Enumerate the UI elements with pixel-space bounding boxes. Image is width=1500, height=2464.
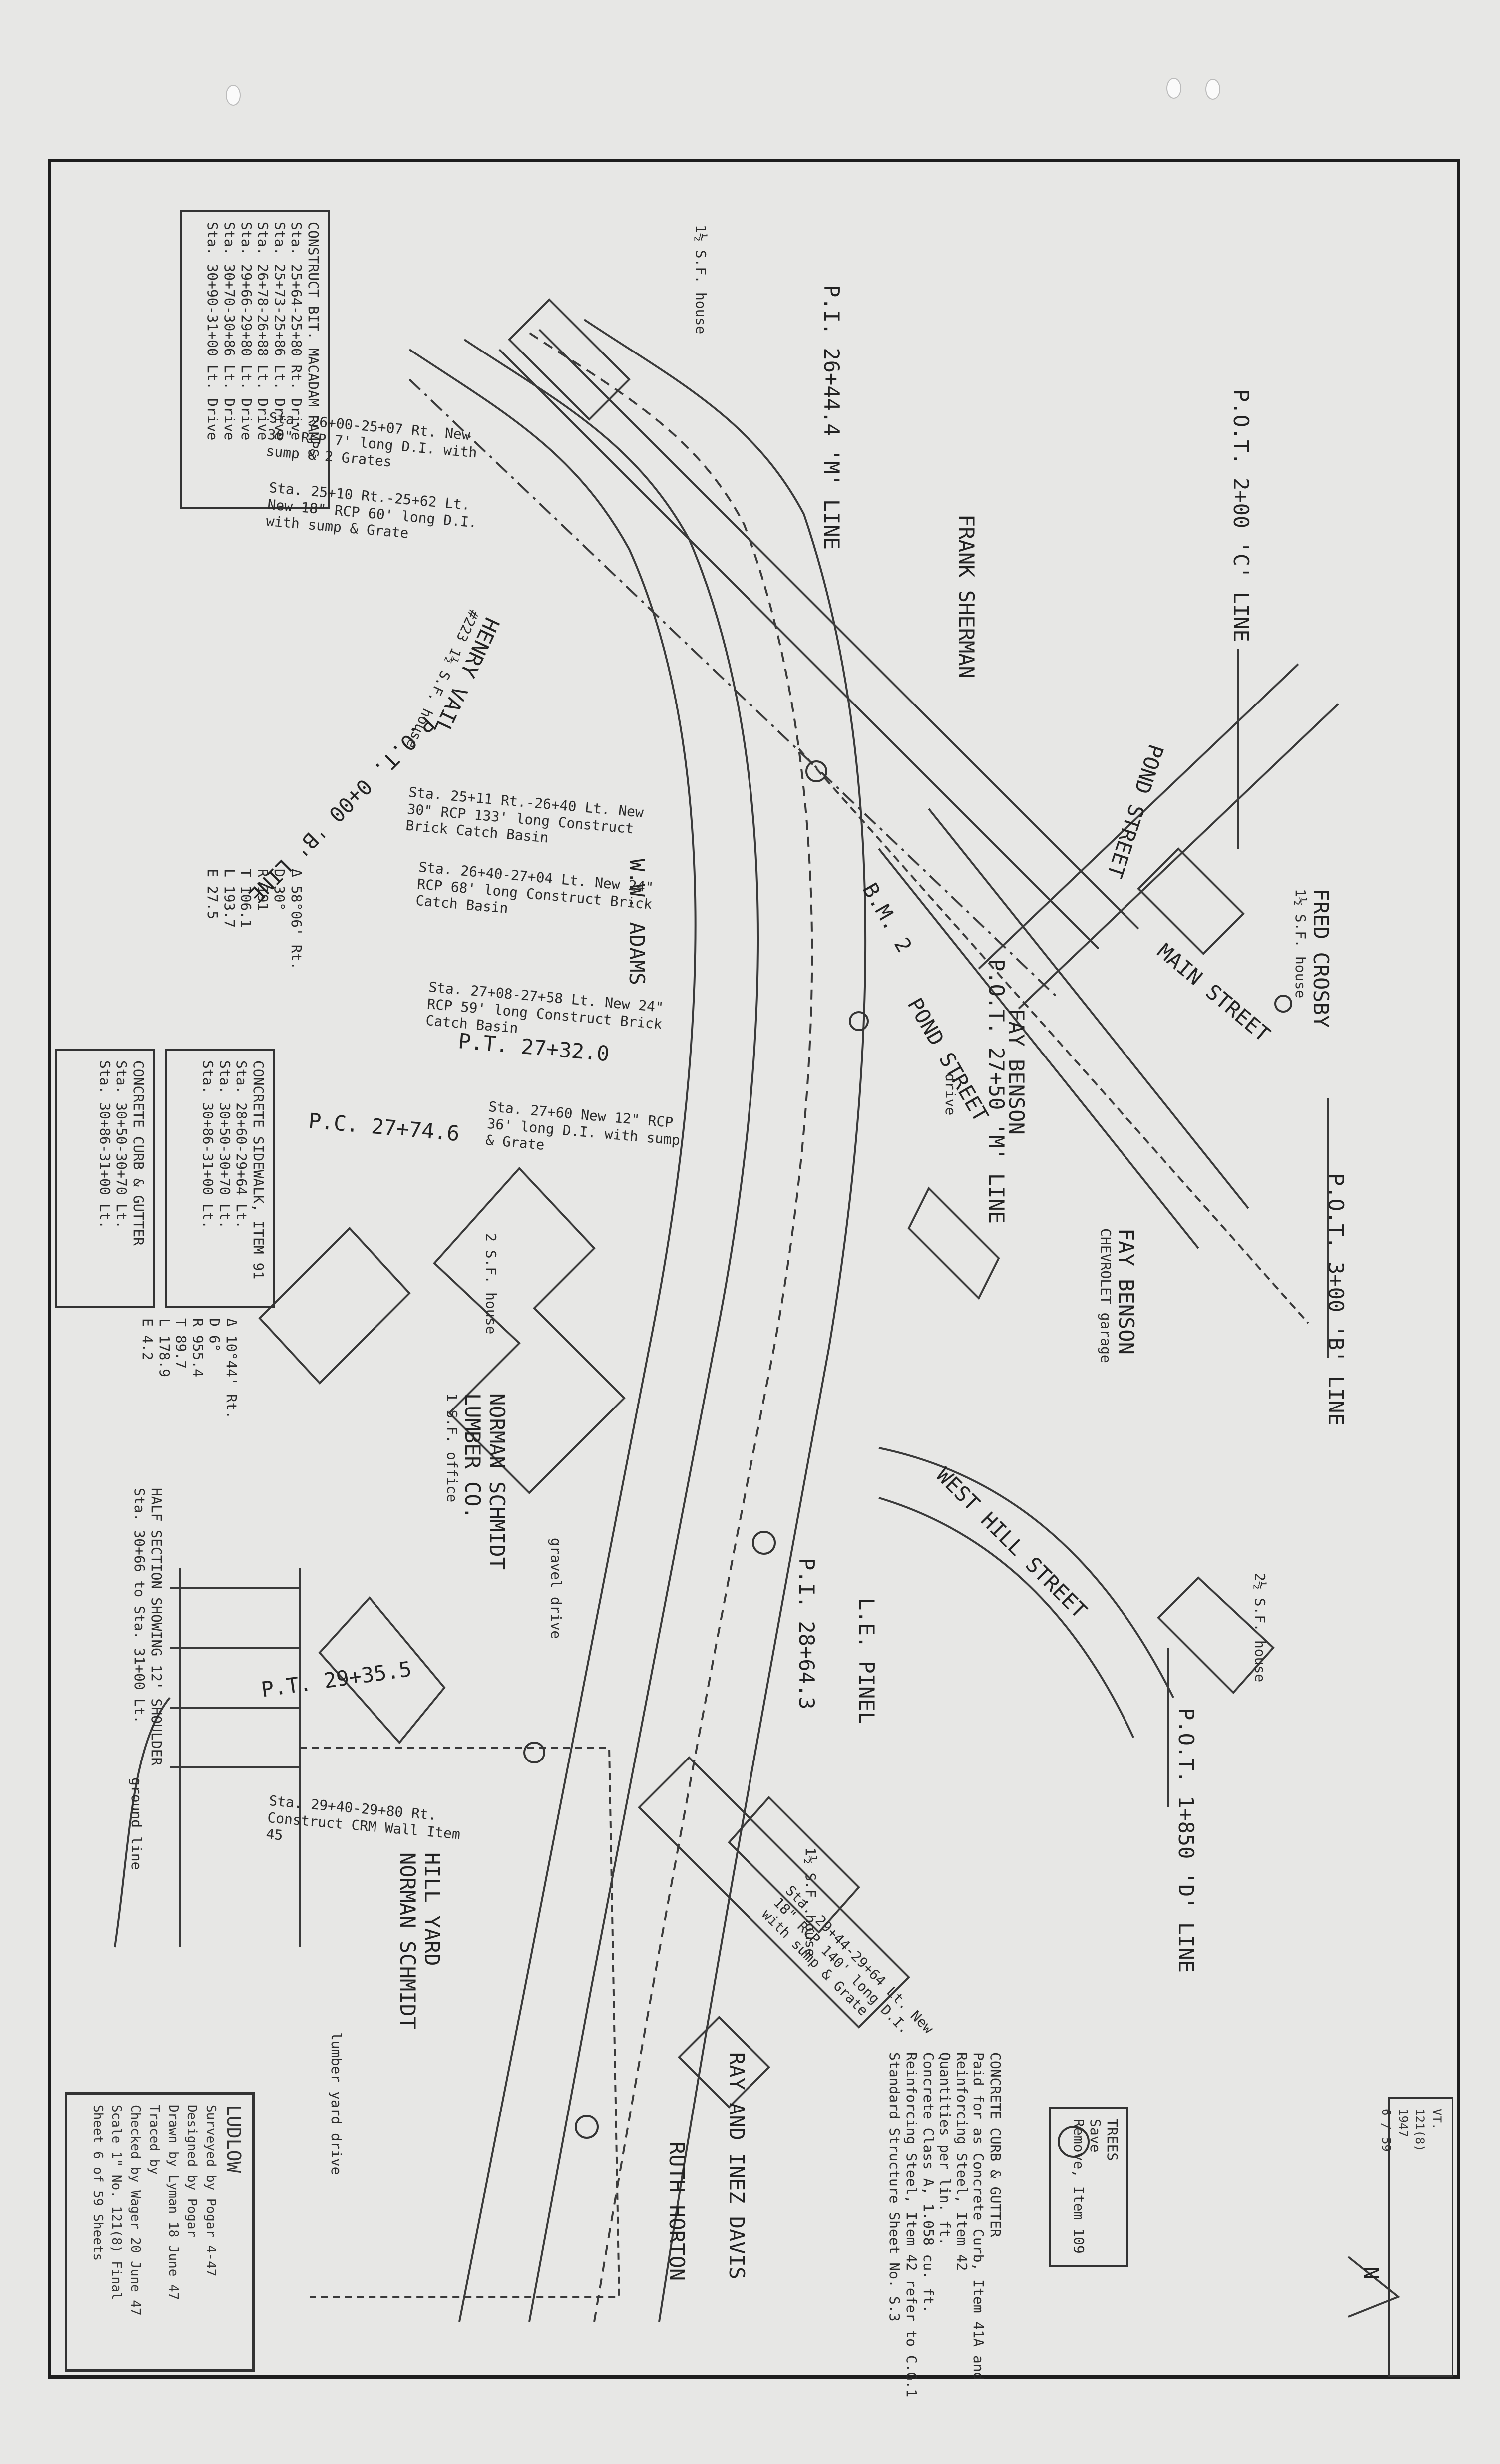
ray-inez-davis-label: RAY AND INEZ DAVIS: [725, 2052, 749, 2280]
hill-yard-label: HILL YARD NORMAN SCHMIDT: [395, 1852, 444, 2030]
house-2half-label: 2½ S.F. house: [1252, 1573, 1268, 1683]
curb-line: Sta. 30+86-31+00 Lt.: [96, 1060, 113, 1229]
curve2-d: D 6°: [206, 1318, 223, 1352]
curb-detail: CONCRETE CURB & GUTTER Paid for as Concr…: [886, 2052, 1004, 2397]
curb-detail-title: CONCRETE CURB & GUTTER: [987, 2052, 1004, 2237]
curve2-e: E 4.2: [139, 1318, 156, 1361]
curve2-l: L 178.9: [156, 1318, 173, 1378]
sidewalk-line: Sta. 30+50-30+70 Lt.: [216, 1060, 233, 1229]
ramps-line: Sta. 30+70-30+86 Lt. Drive: [221, 222, 238, 441]
curve2-r: R 955.4: [189, 1318, 206, 1378]
sidewalk-line: Sta. 30+86-31+00 Lt.: [200, 1060, 217, 1229]
curve2-delta: Δ 10°44' Rt.: [223, 1318, 240, 1419]
surveyed-row: Surveyed by Pogar 4-47: [203, 2105, 218, 2277]
curb-detail-line: Reinforcing Steel, Item 42: [953, 2052, 970, 2271]
ground-line-label: ground line: [128, 1777, 145, 1870]
scale-row: Scale 1" No. 121(8) Final: [109, 2105, 124, 2300]
pot-200-label: P.O.T. 2+00 'C' LINE: [1229, 389, 1253, 642]
house-1half-label: 1½ S.F. house: [693, 225, 709, 335]
pot-300-label: P.O.T. 3+00 'B' LINE: [1324, 1173, 1348, 1426]
ramps-line: Sta. 29+66-29+80 Lt. Drive: [238, 222, 255, 441]
ramps-line: Sta. 30+90-31+00 Lt. Drive: [204, 222, 221, 441]
curb-box: CONCRETE CURB & GUTTER Sta. 30+50-30+70 …: [55, 1049, 155, 1308]
half-section-title: HALF SECTION SHOWING 12' SHOULDER Sta. 3…: [131, 1488, 165, 1765]
sheet-row: Sheet 6 of 59 Sheets: [90, 2105, 105, 2261]
curb-line: Sta. 30+50-30+70 Lt.: [113, 1060, 130, 1229]
corner-state: VT.: [1430, 2109, 1444, 2130]
sheet-border: [48, 159, 1460, 2379]
checked-row: Checked by Wager 20 June 47: [128, 2105, 143, 2316]
punch-hole: [1205, 79, 1220, 100]
pi-m-line-label: P.I. 26+44.4 'M' LINE: [819, 285, 844, 550]
corner-project-box: VT. 121(8) 1947 6 / 59: [1379, 2097, 1453, 2377]
sidewalk-box: CONCRETE SIDEWALK, ITEM 91 Sta. 28+60-29…: [165, 1049, 275, 1308]
pi-28-label: P.I. 28+64.3: [794, 1558, 819, 1710]
fred-crosby-label: FRED CROSBY 1½ S.F. house: [1292, 889, 1333, 1028]
sidewalk-title: CONCRETE SIDEWALK, ITEM 91: [250, 1060, 267, 1280]
pot-1850-label: P.O.T. 1+850 'D' LINE: [1174, 1708, 1198, 1973]
drive-label: drive: [942, 1073, 959, 1116]
corner-year: 1947: [1396, 2109, 1410, 2137]
half-section-label: HALF SECTION SHOWING 12' SHOULDER: [148, 1488, 165, 1766]
trees-remove: Remove, Item 109: [1070, 2119, 1087, 2254]
curb-detail-line: Reinforcing Steel, Item 42 refer to C.G.…: [903, 2052, 920, 2398]
le-pinel-label: L.E. PINEL: [854, 1598, 879, 1724]
title-block: LUDLOW Surveyed by Pogar 4-47 Designed b…: [65, 2092, 255, 2372]
curb-detail-line: Standard Structure Sheet No. S.3: [886, 2052, 903, 2322]
ruth-horton-label: RUTH HORTON: [665, 2142, 689, 2281]
sidewalk-text: CONCRETE SIDEWALK, ITEM 91 Sta. 28+60-29…: [200, 1060, 267, 1279]
corner-project: 121(8): [1413, 2109, 1427, 2152]
curve1-delta: Δ 58°06' Rt.: [288, 869, 305, 970]
trees-legend: TREES Save Remove, Item 109: [1049, 2107, 1128, 2267]
title-block-text: LUDLOW Surveyed by Pogar 4-47 Designed b…: [88, 2105, 247, 2316]
curb-detail-line: Paid for as Concrete Curb, Item 41A and: [970, 2052, 987, 2381]
curb-detail-line: Quantities per lin. ft.: [937, 2052, 954, 2246]
traced-row: Traced by: [146, 2105, 162, 2175]
lumber-yard-drive-label: lumber yard drive: [328, 2032, 345, 2175]
title-block-title: LUDLOW: [223, 2105, 245, 2173]
fay-benson-garage-label: FAY BENSON CHEVROLET garage: [1098, 1228, 1138, 1363]
fay-benson-label: FAY BENSON: [1004, 1009, 1029, 1135]
punch-hole: [1166, 78, 1181, 99]
trees-title: TREES: [1104, 2119, 1121, 2161]
gravel-drive-label: gravel drive: [548, 1538, 564, 1639]
half-section-sta: Sta. 30+66 to Sta. 31+00 Lt.: [131, 1488, 148, 1724]
designed-row: Designed by Pogar: [184, 2105, 200, 2238]
ramps-box: CONSTRUCT BIT. MACADAM RAMPS Sta. 25+64-…: [180, 210, 330, 509]
punch-hole: [226, 85, 241, 106]
drawn-row: Drawn by Lyman 18 June 47: [165, 2105, 181, 2300]
frank-sherman-label: FRANK SHERMAN: [954, 514, 979, 679]
curve1-e: E 27.5: [204, 869, 221, 920]
curve2-data: Δ 10°44' Rt. D 6° R 955.4 T 89.7 L 178.9…: [139, 1318, 240, 1419]
north-arrow-label: N: [1359, 2267, 1383, 2280]
corner-sheet: 6 / 59: [1379, 2109, 1394, 2152]
sidewalk-line: Sta. 28+60-29+64 Lt.: [233, 1060, 250, 1229]
curb-title: CONCRETE CURB & GUTTER: [130, 1060, 147, 1246]
curve1-l: L 193.7: [221, 869, 238, 928]
trees-text: TREES Save Remove, Item 109: [1070, 2119, 1121, 2254]
trees-save: Save: [1087, 2119, 1104, 2153]
curve2-t: T 89.7: [173, 1318, 190, 1369]
curb-text: CONCRETE CURB & GUTTER Sta. 30+50-30+70 …: [96, 1060, 147, 1246]
corner-text: VT. 121(8) 1947 6 / 59: [1378, 2109, 1445, 2152]
schmidt-lumber-label: NORMAN SCHMIDT LUMBER CO. 1 S.F. office: [444, 1393, 509, 1570]
house-2sf-label: 2 S.F. house: [483, 1233, 499, 1335]
curb-detail-line: Concrete Class A, 1.058 cu. ft.: [920, 2052, 937, 2313]
